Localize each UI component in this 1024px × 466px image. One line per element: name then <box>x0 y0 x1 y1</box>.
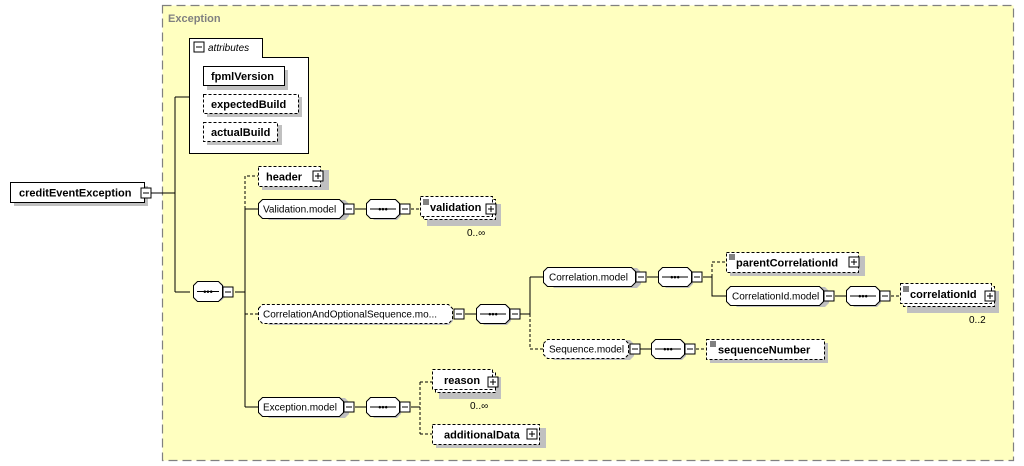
collapse-icon[interactable] <box>399 203 411 215</box>
attribute-actual-build[interactable]: actualBuild <box>203 122 283 146</box>
group-correlation-id-model[interactable]: CorrelationId.model <box>726 286 835 308</box>
sequence-compositor-correlation[interactable]: ••• <box>658 267 703 289</box>
group-label: CorrelationAndOptionalSequence.mo... <box>263 310 437 321</box>
element-label: additionalData <box>444 430 521 442</box>
group-exception-model[interactable]: Exception.model <box>258 397 355 419</box>
attributes-collapse-icon[interactable] <box>193 41 205 53</box>
occurrence-label: 0..2 <box>969 315 986 326</box>
group-label: Correlation.model <box>549 273 628 284</box>
element-reason[interactable]: reason 0..∞ <box>432 369 502 413</box>
sequence-symbol: ••• <box>663 344 672 354</box>
element-correlation-id[interactable]: correlationId 0..2 <box>900 283 1000 327</box>
sequence-symbol: ••• <box>858 291 867 301</box>
attribute-expected-build[interactable]: expectedBuild <box>203 94 303 118</box>
occurrence-label: 0..∞ <box>470 401 488 412</box>
collapse-icon[interactable] <box>343 401 355 413</box>
element-label: reason <box>444 375 480 387</box>
sequence-compositor-exception[interactable]: ••• <box>366 397 411 419</box>
sequence-symbol: ••• <box>378 204 387 214</box>
element-label: parentCorrelationId <box>736 258 838 270</box>
collapse-icon[interactable] <box>684 343 696 355</box>
collapse-icon[interactable] <box>140 187 152 199</box>
sequence-symbol: ••• <box>670 272 679 282</box>
collapse-icon[interactable] <box>222 286 234 298</box>
group-correlation-and-optional-sequence-model[interactable]: CorrelationAndOptionalSequence.mo... <box>258 304 465 326</box>
panel-title: Exception <box>168 13 221 25</box>
element-header[interactable]: header <box>258 166 330 191</box>
collapse-icon[interactable] <box>509 308 521 320</box>
expand-icon[interactable] <box>312 170 324 182</box>
sequence-compositor-sequence[interactable]: ••• <box>651 339 696 361</box>
group-label: Validation.model <box>263 205 336 216</box>
expand-icon[interactable] <box>848 256 860 268</box>
group-label: Sequence.model <box>549 345 624 356</box>
attribute-label: fpmlVersion <box>211 71 274 83</box>
collapse-icon[interactable] <box>823 290 835 302</box>
collapse-icon[interactable] <box>691 271 703 283</box>
attribute-label: actualBuild <box>211 127 270 139</box>
collapse-icon[interactable] <box>629 343 641 355</box>
attribute-label: expectedBuild <box>211 99 286 111</box>
collapse-icon[interactable] <box>453 308 465 320</box>
element-additional-data[interactable]: additionalData <box>432 424 547 449</box>
expand-icon[interactable] <box>485 203 497 215</box>
collapse-icon[interactable] <box>635 271 647 283</box>
sequence-compositor-validation[interactable]: ••• <box>366 199 411 221</box>
sequence-compositor-correlation-and-optional[interactable]: ••• <box>476 304 521 326</box>
connectors <box>151 96 900 435</box>
expand-icon[interactable] <box>984 290 996 302</box>
group-correlation-model[interactable]: Correlation.model <box>543 267 647 289</box>
attributes-group: attributes fpmlVersion expectedBuild act… <box>189 38 309 154</box>
element-sequence-number[interactable]: sequenceNumber <box>706 339 829 364</box>
element-label: header <box>266 172 303 184</box>
element-label: correlationId <box>910 289 977 301</box>
attributes-label: attributes <box>208 43 249 54</box>
group-label: CorrelationId.model <box>732 292 819 303</box>
element-label: sequenceNumber <box>718 345 811 357</box>
group-label: Exception.model <box>263 403 337 414</box>
sequence-compositor-main[interactable]: ••• <box>193 281 234 302</box>
attribute-fpml-version[interactable]: fpmlVersion <box>203 66 289 91</box>
collapse-icon[interactable] <box>879 290 891 302</box>
element-label: validation <box>430 202 482 214</box>
root-element-label: creditEventException <box>19 188 132 200</box>
sequence-symbol: ••• <box>378 402 387 412</box>
element-validation[interactable]: validation 0..∞ <box>420 196 502 240</box>
group-sequence-model[interactable]: Sequence.model <box>543 339 641 361</box>
collapse-icon[interactable] <box>343 203 355 215</box>
collapse-icon[interactable] <box>399 401 411 413</box>
group-validation-model[interactable]: Validation.model <box>258 199 355 221</box>
sequence-symbol: ••• <box>488 309 497 319</box>
sequence-symbol: ••• <box>203 287 212 297</box>
expand-icon[interactable] <box>487 376 499 388</box>
root-element-credit-event-exception[interactable]: creditEventException <box>10 182 152 207</box>
sequence-compositor-correlation-id[interactable]: ••• <box>846 286 891 308</box>
occurrence-label: 0..∞ <box>467 228 485 239</box>
expand-icon[interactable] <box>526 428 538 440</box>
element-parent-correlation-id[interactable]: parentCorrelationId <box>726 252 866 277</box>
